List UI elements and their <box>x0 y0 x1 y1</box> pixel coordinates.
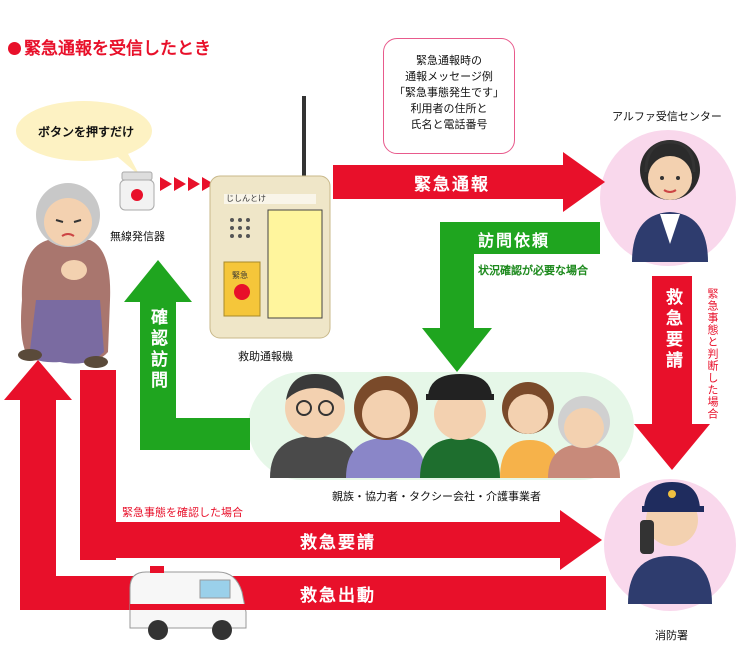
message-example-box: 緊急通報時の 通報メッセージ例 「緊急事態発生です」 利用者の住所と 氏名と電話… <box>383 38 515 154</box>
ambulance-illustration <box>129 566 247 640</box>
arrow-visit-request <box>422 222 600 372</box>
arrow-text-emergency-report: 緊急通報 <box>414 175 490 195</box>
elderly-woman-illustration <box>18 183 111 368</box>
label-fire-station: 消防署 <box>655 629 688 642</box>
message-line: 通報メッセージ例 <box>405 70 493 83</box>
bullet-dot-icon <box>8 42 21 55</box>
note-if-needed: 状況確認が必要な場合 <box>478 264 588 277</box>
operator-illustration <box>632 140 708 262</box>
arrow-text-rescue-request-vertical: 救急要請 <box>662 288 682 372</box>
arrow-text-rescue-request: 救急要請 <box>300 533 376 553</box>
message-line: 「緊急事態発生です」 <box>394 86 504 99</box>
arrow-rescue-request <box>80 370 602 570</box>
arrow-text-rescue-dispatch: 救急出動 <box>300 586 376 606</box>
arrow-rescue-dispatch <box>4 360 606 610</box>
arrow-text-confirm-visit: 確認訪問 <box>147 308 167 392</box>
message-line: 氏名と電話番号 <box>410 118 488 131</box>
firefighter-illustration <box>628 482 712 604</box>
signal-triangles <box>160 177 214 191</box>
device-button-label: 緊急 <box>232 271 248 280</box>
arrow-text-visit-request: 訪問依頼 <box>478 231 551 250</box>
person-elderly <box>548 396 620 478</box>
arrow-emergency-report <box>333 152 605 212</box>
label-alpha-center: アルファ受信センター <box>612 110 722 123</box>
message-line: 緊急通報時の <box>416 54 482 67</box>
label-transmitter: 無線発信器 <box>110 230 165 243</box>
person-caregiver <box>500 382 560 478</box>
device-brand: じしんとけ <box>226 194 266 203</box>
person-man-glasses <box>270 374 360 478</box>
page-title: 緊急通報を受信したとき <box>8 34 211 59</box>
label-family-group: 親族・協力者・タクシー会社・介護事業者 <box>332 490 541 503</box>
group-people-illustration <box>270 374 620 478</box>
person-taxi-driver <box>420 374 500 478</box>
label-rescue-device: 救助通報機 <box>238 350 293 363</box>
note-confirmed-emergency: 緊急事態を確認した場合 <box>122 506 243 519</box>
person-woman <box>346 376 426 478</box>
transmitter-illustration <box>119 171 155 211</box>
arrow-confirm-visit <box>124 260 250 450</box>
arrow-rescue-request-vertical <box>634 276 710 470</box>
rescue-device-illustration <box>209 96 331 339</box>
speech-bubble <box>16 101 152 176</box>
speech-bubble-text: ボタンを押すだけ <box>38 125 135 139</box>
message-line: 利用者の住所と <box>410 102 488 115</box>
note-judged-emergency: 緊急事態と判断した場合 <box>706 288 719 420</box>
